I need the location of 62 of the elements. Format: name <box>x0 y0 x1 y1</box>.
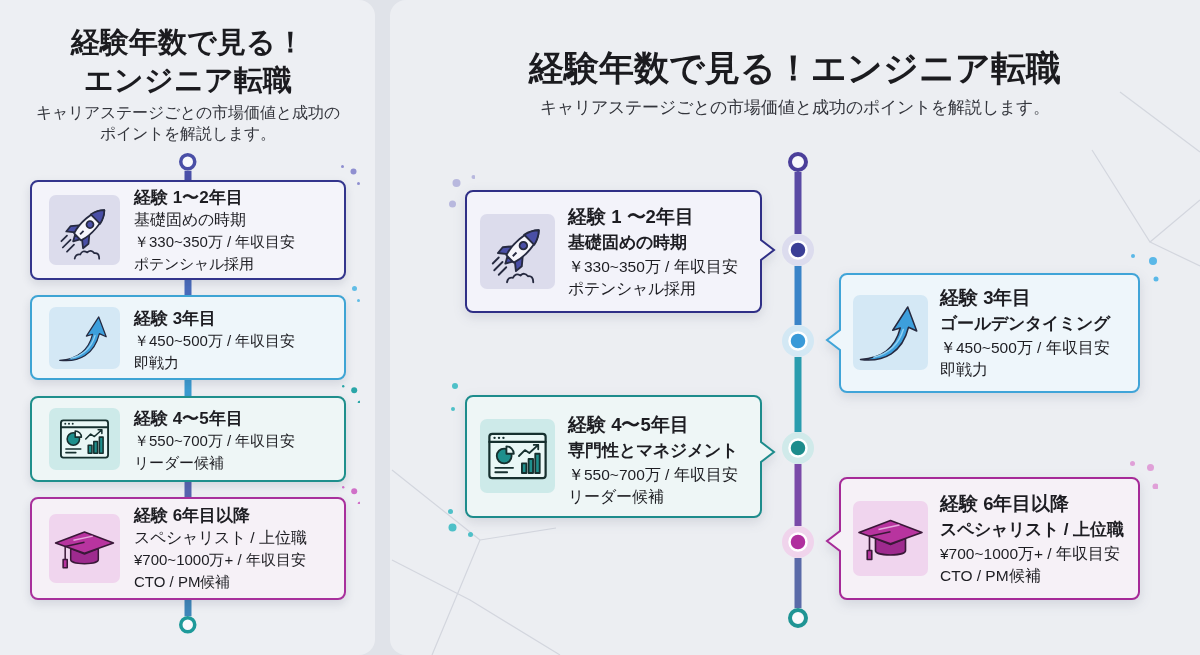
stage-heading: 経験 1 〜2年目 <box>568 205 694 229</box>
timeline-line <box>794 464 802 526</box>
stage-heading: 経験 6年目以降 <box>134 504 251 527</box>
background-panel <box>0 0 375 655</box>
stage-card <box>30 180 346 280</box>
stage-subtitle: スペシャリスト / 上位職 <box>134 527 307 548</box>
title: 経験年数で見る！エンジニア転職 <box>529 47 1061 89</box>
timeline-line <box>184 380 192 396</box>
timeline-line <box>184 170 192 180</box>
role-text: 即戦力 <box>940 359 988 380</box>
callout-card <box>826 273 1140 393</box>
role-text: ポテンシャル採用 <box>568 279 696 299</box>
stage-heading: 経験 3年目 <box>940 285 1032 310</box>
salary-text: ￥450~500万 / 年収目安 <box>940 337 1110 358</box>
stage-card <box>30 295 346 380</box>
timeline-dot <box>782 432 814 464</box>
timeline-line <box>184 482 192 497</box>
role-text: リーダー候補 <box>134 453 224 473</box>
subtitle: キャリアステージごとの市場価値と成功のポイントを解説します。 <box>540 97 1050 119</box>
stage-heading: 経験 3年目 <box>134 307 217 330</box>
timeline-line <box>794 357 802 432</box>
ring-marker <box>788 608 808 628</box>
stage-subtitle: ゴールデンタイミング <box>940 312 1110 335</box>
stage-card <box>30 497 346 600</box>
role-text: ポテンシャル採用 <box>134 254 254 274</box>
stage-subtitle: スペシャリスト / 上位職 <box>940 519 1125 541</box>
callout-card <box>826 477 1140 600</box>
callout-card <box>465 190 775 313</box>
stage-subtitle: 基礎固めの時期 <box>568 232 687 254</box>
stage-subtitle: 専門性とマネジメント <box>568 440 738 462</box>
salary-text: ￥450~500万 / 年収目安 <box>134 330 296 351</box>
stage-heading: 経験 4〜5年目 <box>134 408 243 430</box>
role-text: リーダー候補 <box>568 487 664 507</box>
timeline-dot <box>782 526 814 558</box>
salary-text: ￥330~350万 / 年収目安 <box>134 232 296 252</box>
salary-text: ¥700~1000万+ / 年収目安 <box>940 544 1120 564</box>
timeline-dot <box>782 325 814 357</box>
timeline-line <box>794 172 802 234</box>
ring-marker <box>179 616 197 634</box>
role-text: CTO / PM候補 <box>940 566 1041 586</box>
stage-subtitle: 基礎固めの時期 <box>134 210 246 230</box>
ring-marker <box>179 153 197 171</box>
stage-card <box>30 396 346 482</box>
salary-text: ￥550~700万 / 年収目安 <box>134 431 296 451</box>
timeline-dot <box>782 234 814 266</box>
stage-heading: 経験 1〜2年目 <box>134 187 243 209</box>
ring-marker <box>788 152 808 172</box>
title: 経験年数で見る！エンジニア転職 <box>69 25 306 98</box>
timeline-line <box>794 558 802 608</box>
subtitle: キャリアステージごとの市場価値と成功のポイントを解説します。 <box>34 103 341 144</box>
role-text: CTO / PM候補 <box>134 571 231 592</box>
stage-heading: 経験 6年目以降 <box>940 492 1070 516</box>
role-text: 即戦力 <box>134 352 179 373</box>
background-panel <box>390 0 1200 655</box>
timeline-line <box>184 600 192 617</box>
salary-text: ¥700~1000万+ / 年収目安 <box>134 549 306 570</box>
callout-card <box>465 395 775 518</box>
salary-text: ￥330~350万 / 年収目安 <box>568 257 738 277</box>
stage-heading: 経験 4〜5年目 <box>568 413 689 437</box>
timeline-line <box>794 266 802 325</box>
salary-text: ￥550~700万 / 年収目安 <box>568 465 738 485</box>
timeline-line <box>184 280 192 295</box>
